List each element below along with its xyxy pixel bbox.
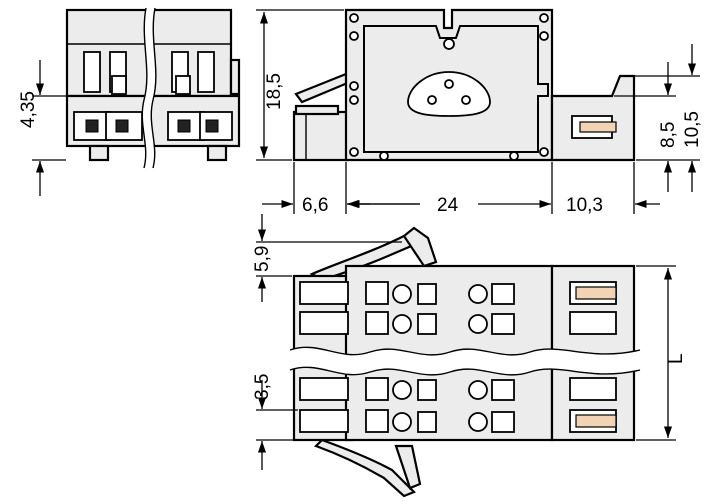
contact-pin-4 — [575, 414, 617, 428]
front-view: 4,35 — [18, 7, 241, 196]
side-latch-lever — [294, 72, 352, 104]
dim-pitch: 3,5 — [252, 374, 273, 400]
bottom-row-2 — [299, 311, 617, 335]
dim-length-L: L — [666, 353, 687, 364]
dim-body-width: 24 — [437, 195, 459, 216]
bottom-bottom-latch — [314, 438, 416, 498]
dim-latch-offset: 5,9 — [252, 246, 273, 272]
side-triangular-boss — [407, 71, 491, 117]
bottom-row-4 — [299, 409, 617, 433]
contact-pin-1 — [575, 286, 617, 300]
dim-rear-height-outer: 10,5 — [682, 111, 703, 148]
dim-rear-length: 10,3 — [566, 195, 603, 216]
dim-rear-height-inner: 8,5 — [658, 122, 679, 148]
bottom-view: 5,9 3,5 L — [252, 214, 687, 498]
side-view: 18,5 6,6 24 10,3 8,5 10,5 — [256, 8, 703, 216]
bottom-row-1 — [299, 281, 617, 305]
bottom-row-3 — [299, 377, 617, 401]
dim-height-total: 18,5 — [264, 73, 285, 110]
dim-pin-offset: 4,35 — [18, 91, 39, 128]
front-contact-opening-1 — [73, 111, 111, 141]
side-contact-pin — [579, 121, 617, 133]
dim-latch-length: 6,6 — [302, 195, 328, 216]
